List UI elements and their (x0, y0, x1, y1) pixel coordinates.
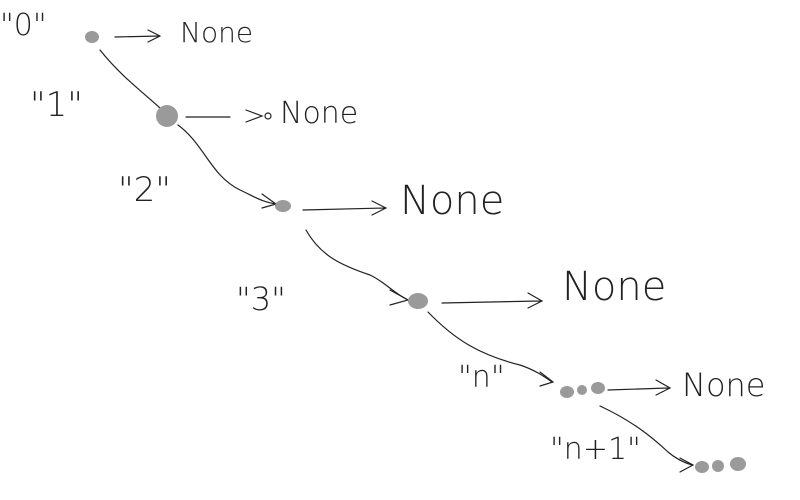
link-n-n1 (599, 405, 693, 466)
arrow-0 (114, 29, 162, 43)
node-n-dot1 (560, 386, 574, 398)
link-3-n-arrowhead (539, 371, 555, 387)
node-n-dot2 (577, 385, 587, 395)
arrow-n (607, 379, 672, 396)
level-label-n-plus-1: "n+1" (550, 432, 641, 467)
node-n-dot3 (591, 382, 605, 394)
link-1-2 (177, 124, 277, 205)
node-n1-dot3 (730, 457, 746, 471)
level-label-1: "1" (30, 85, 83, 125)
node-1 (156, 105, 178, 127)
none-label-n: None (682, 366, 766, 404)
link-3-n (427, 311, 553, 383)
node-3 (408, 293, 428, 309)
link-n-n1-arrowhead (679, 457, 695, 473)
link-2-3-arrowhead (389, 289, 410, 306)
link-0-1 (99, 49, 161, 109)
none-label-3: None (562, 264, 667, 310)
level-label-3: "3" (236, 280, 286, 318)
level-label-2: "2" (118, 170, 171, 210)
none-label-0: None (180, 16, 254, 49)
arrow-1 (185, 109, 264, 123)
arrow-2 (302, 200, 388, 216)
node-2 (275, 200, 291, 212)
node-n1-dot2 (712, 460, 724, 472)
node-0 (85, 31, 99, 43)
node-n1-dot1 (695, 461, 709, 473)
none-label-1: None (280, 96, 359, 131)
level-label-0: "0" (0, 8, 47, 43)
level-label-n: "n" (458, 360, 505, 395)
arrow-3 (441, 292, 544, 309)
link-2-3 (305, 229, 409, 301)
none-label-2: None (400, 178, 505, 224)
